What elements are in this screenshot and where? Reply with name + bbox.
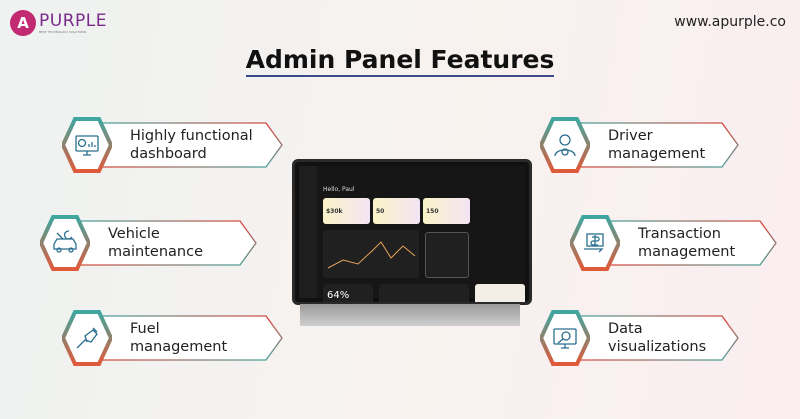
feature-label-line1: Vehicle	[108, 226, 160, 242]
feature-card: Highly functional dashboard	[62, 117, 284, 173]
feature-label: Highly functional dashboard	[130, 127, 253, 163]
feature-label: Data visualizations	[608, 320, 706, 356]
chart-panel	[323, 230, 419, 278]
feature-label: Transaction management	[638, 225, 735, 261]
fuel-nozzle-icon	[62, 310, 112, 366]
screen-greeting: Hello, Paul	[323, 186, 355, 193]
dashboard-screen: Hello, Paul $30k 50 150 64%	[299, 166, 525, 302]
feature-label-line2: visualizations	[608, 339, 707, 355]
screen-sidebar	[299, 166, 317, 298]
driver-icon	[540, 117, 590, 173]
feature-label-line1: Transaction	[638, 226, 721, 242]
feature-label: Fuel management	[130, 320, 227, 356]
monitor-mockup: Hello, Paul $30k 50 150 64%	[292, 159, 532, 305]
feature-label: Vehicle maintenance	[108, 225, 203, 261]
desk	[300, 304, 520, 326]
kpi-card: 50	[373, 198, 420, 224]
logo-mark: A	[10, 10, 36, 36]
data-monitor-icon	[540, 310, 590, 366]
page-title: Admin Panel Features	[0, 45, 800, 77]
percent-panel	[323, 284, 373, 302]
feature-card: Data visualizations	[540, 310, 740, 366]
website-url[interactable]: www.apurple.co	[674, 14, 786, 30]
kpi-card: 150	[423, 198, 470, 224]
feature-label-line2: management	[130, 339, 228, 355]
feature-label-line2: maintenance	[108, 244, 203, 260]
title-text: Admin Panel Features	[245, 45, 555, 77]
monitor-chart-icon	[62, 117, 112, 173]
logo-name: PURPLE	[39, 10, 107, 31]
feature-card: Vehicle maintenance	[40, 215, 258, 271]
feature-label-line2: management	[608, 146, 706, 162]
feature-label-line1: Data	[608, 321, 643, 337]
feature-label-line2: management	[638, 244, 736, 260]
feature-label-line1: Driver	[608, 128, 653, 144]
feature-card: Driver management	[540, 117, 740, 173]
feature-label-line2: dashboard	[130, 146, 207, 162]
car-wrench-icon	[40, 215, 90, 271]
feature-card: Transaction management	[570, 215, 778, 271]
feature-label: Driver management	[608, 127, 705, 163]
calendar-panel	[425, 232, 469, 278]
table-panel	[379, 284, 469, 302]
logo-tagline: BEST TECHNOLOGY SOLUTIONS	[39, 29, 87, 34]
feature-label-line1: Highly functional	[130, 128, 253, 144]
profile-panel	[475, 284, 525, 302]
screen-percent: 64%	[327, 290, 350, 301]
feature-label-line1: Fuel	[130, 321, 160, 337]
kpi-card: $30k	[323, 198, 370, 224]
money-exchange-icon	[570, 215, 620, 271]
feature-card: Fuel management	[62, 310, 284, 366]
